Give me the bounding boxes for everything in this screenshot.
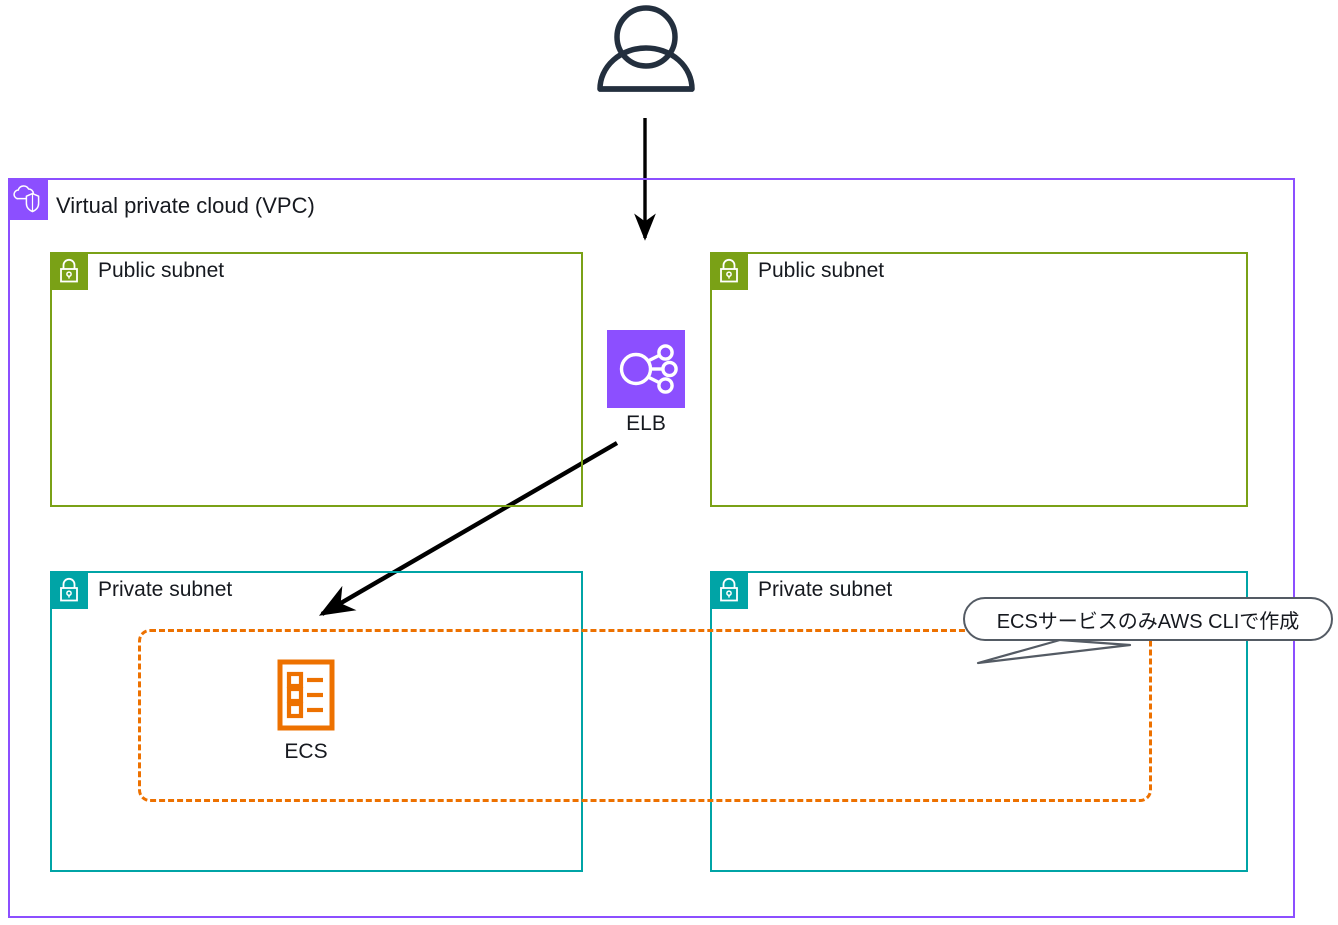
vpc-label: Virtual private cloud (VPC): [56, 193, 315, 218]
subnet-public-right[interactable]: [710, 252, 1248, 507]
subnet-private-left-label: Private subnet: [98, 578, 233, 601]
vpc-container[interactable]: [8, 178, 1295, 918]
elb-label: ELB: [626, 412, 666, 435]
lock-icon: [50, 252, 88, 290]
user-icon: [597, 5, 695, 92]
ecs-task-list-icon[interactable]: [277, 659, 335, 731]
subnet-private-right-label: Private subnet: [758, 578, 893, 601]
callout-text: ECSサービスのみAWS CLIで作成: [996, 610, 1300, 633]
subnet-public-left[interactable]: [50, 252, 583, 507]
elb-network-nodes-icon[interactable]: [607, 330, 685, 408]
ecs-service-group[interactable]: [138, 629, 1152, 802]
subnet-private-left[interactable]: [50, 571, 583, 872]
lock-icon: [710, 571, 748, 609]
callout-bubble[interactable]: ECSサービスのみAWS CLIで作成: [963, 597, 1333, 641]
lock-icon: [710, 252, 748, 290]
ecs-label: ECS: [284, 740, 328, 763]
lock-icon: [50, 571, 88, 609]
subnet-public-left-label: Public subnet: [98, 259, 225, 282]
vpc-cloud-shield-icon: [8, 180, 48, 220]
subnet-private-right[interactable]: [710, 571, 1248, 872]
subnet-public-right-label: Public subnet: [758, 259, 885, 282]
